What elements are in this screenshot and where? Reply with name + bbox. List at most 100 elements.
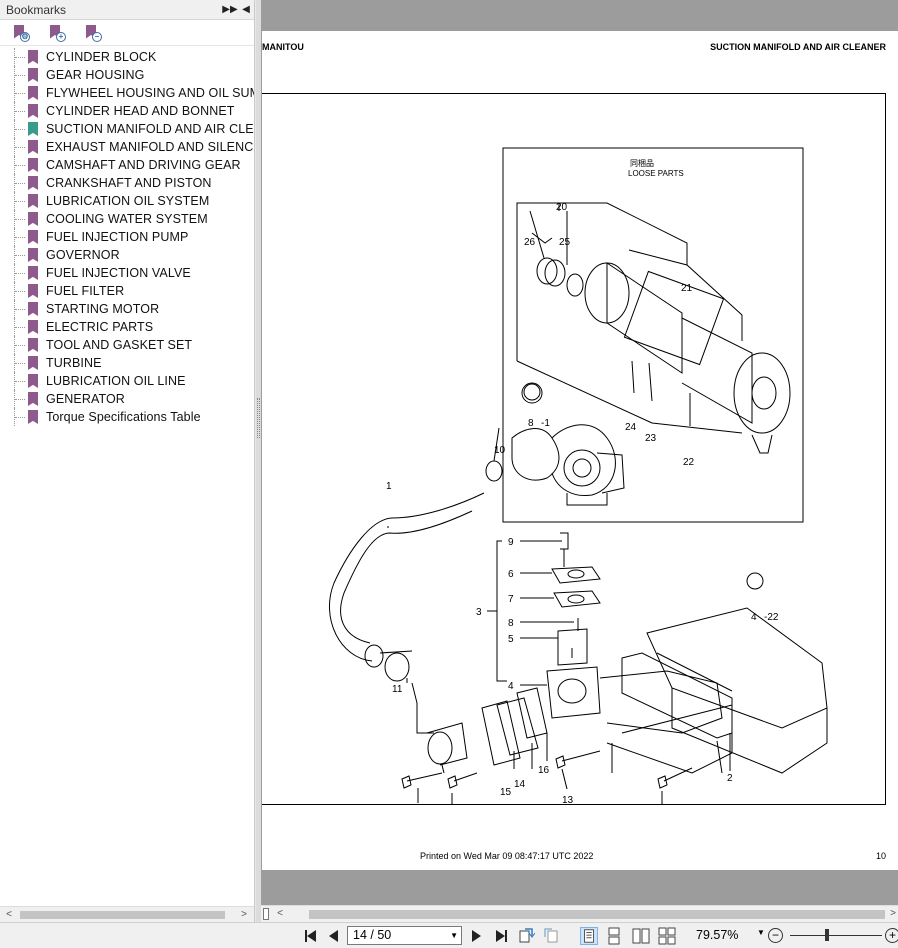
callout-24: 24 bbox=[625, 422, 637, 433]
bookmark-label: TURBINE bbox=[46, 356, 102, 370]
scroll-left-icon[interactable]: < bbox=[6, 909, 12, 920]
single-page-icon[interactable] bbox=[580, 927, 598, 945]
scrollbar-thumb[interactable] bbox=[20, 911, 225, 919]
page-number-value: 14 / 50 bbox=[353, 928, 392, 942]
bookmark-item[interactable]: EXHAUST MANIFOLD AND SILENCER bbox=[0, 138, 254, 156]
bookmark-label: FUEL INJECTION PUMP bbox=[46, 230, 189, 244]
split-handle[interactable] bbox=[263, 908, 269, 920]
bookmark-item[interactable]: GENERATOR bbox=[0, 390, 254, 408]
next-view-icon[interactable] bbox=[542, 927, 560, 945]
bookmark-label: GEAR HOUSING bbox=[46, 68, 145, 82]
scroll-right-icon[interactable]: > bbox=[241, 909, 247, 920]
bookmark-item[interactable]: FUEL FILTER bbox=[0, 282, 254, 300]
bookmark-label: COOLING WATER SYSTEM bbox=[46, 212, 208, 226]
bookmark-icon bbox=[28, 284, 38, 298]
last-page-icon[interactable] bbox=[493, 927, 509, 945]
document-horizontal-scrollbar[interactable]: < > bbox=[261, 905, 898, 922]
zoom-in-icon[interactable]: + bbox=[885, 928, 898, 943]
zoom-slider-thumb[interactable] bbox=[824, 929, 829, 941]
callout-6: 6 bbox=[508, 569, 514, 580]
bookmark-icon bbox=[28, 68, 38, 82]
collapse-panel-icon[interactable]: ◀ bbox=[242, 4, 250, 15]
bookmark-item[interactable]: LUBRICATION OIL LINE bbox=[0, 372, 254, 390]
callout-26: 26 bbox=[524, 237, 536, 248]
bookmark-icon bbox=[28, 86, 38, 100]
document-view[interactable]: MANITOU SUCTION MANIFOLD AND AIR CLEANER bbox=[261, 0, 898, 905]
bookmark-label: CYLINDER HEAD AND BONNET bbox=[46, 104, 235, 118]
loose-parts-label: LOOSE PARTS bbox=[628, 169, 684, 178]
expand-options-icon[interactable]: ▶▶ bbox=[222, 4, 238, 15]
tree-connector bbox=[14, 228, 26, 246]
bookmark-icon bbox=[28, 410, 38, 424]
bookmark-icon bbox=[28, 356, 38, 370]
bookmark-item[interactable]: GEAR HOUSING bbox=[0, 66, 254, 84]
bookmarks-toolbar: ⚙ + − bbox=[0, 20, 254, 46]
chevron-down-icon[interactable]: ▼ bbox=[450, 931, 458, 940]
first-page-icon[interactable] bbox=[302, 927, 318, 945]
bookmark-item[interactable]: Torque Specifications Table bbox=[0, 408, 254, 426]
bookmark-item[interactable]: CAMSHAFT AND DRIVING GEAR bbox=[0, 156, 254, 174]
tree-connector bbox=[14, 390, 26, 408]
scrollbar-thumb[interactable] bbox=[309, 910, 885, 919]
previous-view-icon[interactable] bbox=[517, 927, 535, 945]
bookmark-icon bbox=[28, 140, 38, 154]
expand-bookmark-icon[interactable]: + bbox=[48, 24, 66, 42]
callout-2: 2 bbox=[727, 773, 733, 784]
bookmark-label: SUCTION MANIFOLD AND AIR CLEANE bbox=[46, 122, 254, 136]
loose-parts-label-jp: 同梱品 bbox=[630, 158, 654, 168]
pdf-page: MANITOU SUCTION MANIFOLD AND AIR CLEANER bbox=[262, 31, 898, 870]
bookmark-item[interactable]: STARTING MOTOR bbox=[0, 300, 254, 318]
bookmark-options-icon[interactable]: ⚙ bbox=[12, 24, 30, 42]
tree-connector bbox=[14, 156, 26, 174]
bookmark-item[interactable]: TOOL AND GASKET SET bbox=[0, 336, 254, 354]
bookmarks-horizontal-scrollbar[interactable]: < > bbox=[0, 906, 254, 922]
bookmark-item[interactable]: FLYWHEEL HOUSING AND OIL SUMP bbox=[0, 84, 254, 102]
scroll-left-icon[interactable]: < bbox=[277, 908, 283, 919]
bookmark-list: CYLINDER BLOCK GEAR HOUSING FLYWHEEL HOUSI… bbox=[0, 48, 254, 426]
bookmark-item[interactable]: SUCTION MANIFOLD AND AIR CLEANE bbox=[0, 120, 254, 138]
bookmark-label: TOOL AND GASKET SET bbox=[46, 338, 193, 352]
bookmark-label: LUBRICATION OIL SYSTEM bbox=[46, 194, 210, 208]
tree-connector bbox=[14, 102, 26, 120]
bookmark-item[interactable]: CYLINDER HEAD AND BONNET bbox=[0, 102, 254, 120]
zoom-value[interactable]: 79.57% bbox=[696, 928, 739, 942]
callout-ref-8: 8 bbox=[528, 418, 534, 429]
bookmark-item[interactable]: CYLINDER BLOCK bbox=[0, 48, 254, 66]
tree-connector bbox=[14, 318, 26, 336]
bookmark-item[interactable]: FUEL INJECTION PUMP bbox=[0, 228, 254, 246]
bookmark-label: Torque Specifications Table bbox=[46, 410, 201, 424]
tree-connector bbox=[14, 120, 26, 138]
bookmark-icon bbox=[28, 302, 38, 316]
page-footer-printed: Printed on Wed Mar 09 08:47:17 UTC 2022 bbox=[420, 851, 594, 861]
continuous-facing-icon[interactable] bbox=[658, 927, 676, 945]
bookmark-item[interactable]: LUBRICATION OIL SYSTEM bbox=[0, 192, 254, 210]
bookmark-item[interactable]: ELECTRIC PARTS bbox=[0, 318, 254, 336]
callout-ref-4-suffix: -22 bbox=[764, 612, 779, 623]
page-header-title: SUCTION MANIFOLD AND AIR CLEANER bbox=[710, 42, 886, 52]
bookmark-item[interactable]: GOVERNOR bbox=[0, 246, 254, 264]
bookmark-label: FLYWHEEL HOUSING AND OIL SUMP bbox=[46, 86, 254, 100]
tree-connector bbox=[14, 174, 26, 192]
callout-ref-4: 4 bbox=[751, 612, 757, 623]
next-page-icon[interactable] bbox=[469, 927, 483, 945]
continuous-icon[interactable] bbox=[605, 927, 623, 945]
previous-page-icon[interactable] bbox=[326, 927, 340, 945]
zoom-out-icon[interactable]: − bbox=[768, 928, 783, 943]
pane-splitter[interactable] bbox=[256, 0, 261, 922]
bookmark-item[interactable]: CRANKSHAFT AND PISTON bbox=[0, 174, 254, 192]
callout-9: 9 bbox=[508, 537, 514, 548]
bookmark-item[interactable]: COOLING WATER SYSTEM bbox=[0, 210, 254, 228]
page-number-input[interactable]: 14 / 50 ▼ bbox=[347, 926, 462, 945]
facing-icon[interactable] bbox=[632, 927, 650, 945]
collapse-bookmark-icon[interactable]: − bbox=[84, 24, 102, 42]
tree-connector bbox=[14, 300, 26, 318]
zoom-slider[interactable] bbox=[790, 935, 882, 936]
navigation-toolbar: 14 / 50 ▼ 79.57% ▼ − + bbox=[0, 922, 898, 948]
bookmark-label: STARTING MOTOR bbox=[46, 302, 160, 316]
callout-13: 13 bbox=[562, 795, 574, 805]
chevron-down-icon[interactable]: ▼ bbox=[757, 928, 765, 937]
scroll-right-icon[interactable]: > bbox=[890, 908, 896, 919]
bookmark-item[interactable]: FUEL INJECTION VALVE bbox=[0, 264, 254, 282]
bookmark-item[interactable]: TURBINE bbox=[0, 354, 254, 372]
